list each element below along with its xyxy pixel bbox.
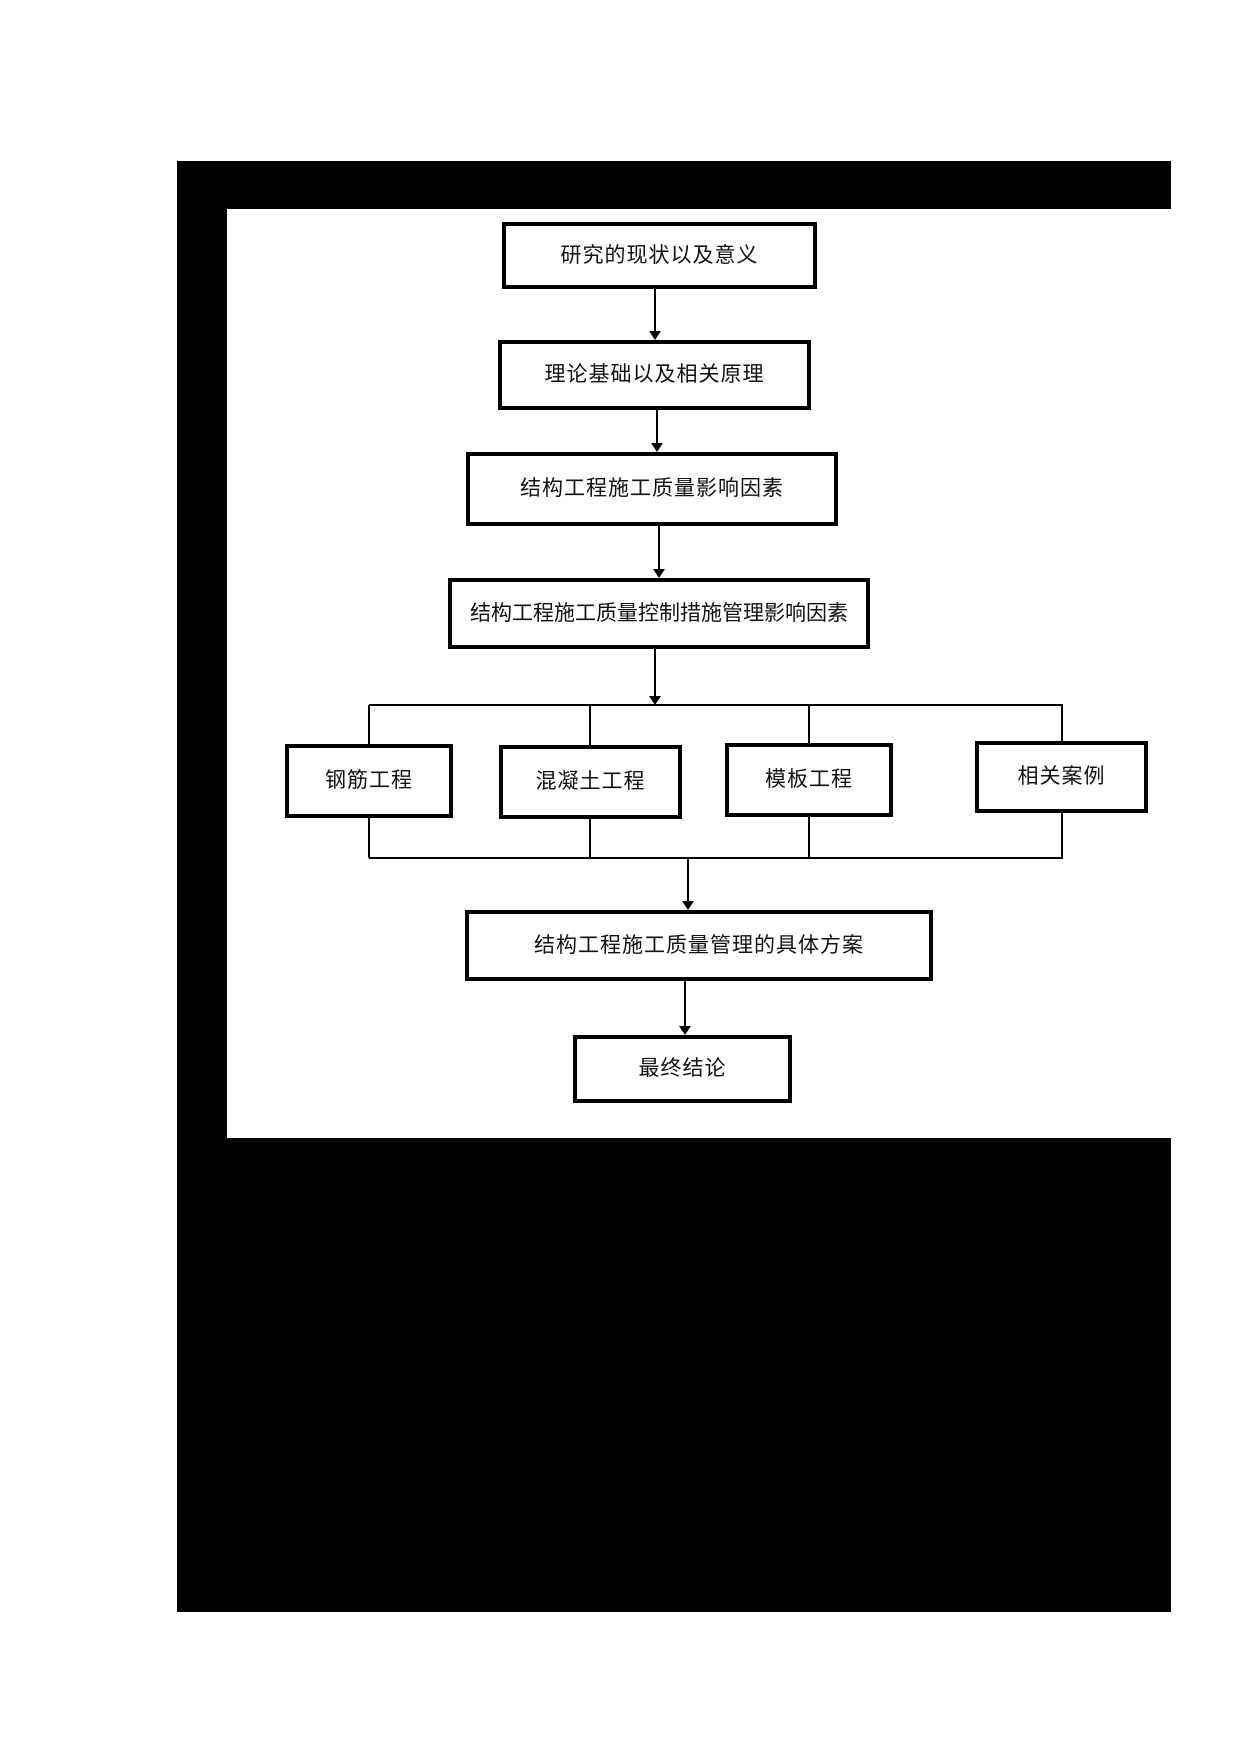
- flow-node-related-cases: 相关案例: [975, 741, 1148, 813]
- redaction-strip-left: [177, 209, 227, 1138]
- connector-line-3: [658, 526, 660, 570]
- branch-stub-formwork: [808, 705, 810, 743]
- merge-line: [369, 857, 1063, 859]
- redaction-block-bottom: [177, 1138, 1171, 1612]
- flow-node-rebar-work: 钢筋工程: [285, 744, 453, 818]
- connector-line-2: [656, 410, 658, 444]
- flow-node-final-conclusion: 最终结论: [573, 1035, 792, 1103]
- flow-node-specific-plan: 结构工程施工质量管理的具体方案: [465, 910, 933, 981]
- flow-node-quality-factors: 结构工程施工质量影响因素: [466, 452, 838, 526]
- arrowhead-down-3: [653, 569, 665, 578]
- flow-node-formwork-work: 模板工程: [725, 743, 893, 817]
- connector-line-4: [654, 649, 656, 697]
- arrowhead-down-4: [649, 696, 661, 705]
- arrowhead-down-1: [649, 331, 661, 340]
- merge-stub-formwork: [808, 817, 810, 858]
- branch-stub-concrete: [589, 705, 591, 745]
- branch-stub-cases: [1061, 705, 1063, 741]
- flow-node-research-status: 研究的现状以及意义: [502, 222, 817, 289]
- connector-line-6: [684, 981, 686, 1027]
- branch-stub-rebar: [368, 705, 370, 744]
- merge-stub-cases: [1061, 813, 1063, 858]
- merge-stub-concrete: [589, 819, 591, 858]
- flow-node-theory-basis: 理论基础以及相关原理: [498, 340, 811, 410]
- redaction-band-top: [177, 161, 1171, 209]
- arrowhead-down-6: [679, 1026, 691, 1035]
- distribution-line: [369, 704, 1063, 706]
- arrowhead-down-5: [682, 901, 694, 910]
- arrowhead-down-2: [651, 443, 663, 452]
- merge-stub-rebar: [368, 818, 370, 858]
- connector-line-1: [654, 289, 656, 332]
- flow-node-concrete-work: 混凝土工程: [499, 745, 682, 819]
- flow-node-control-measures: 结构工程施工质量控制措施管理影响因素: [448, 578, 870, 649]
- connector-line-5: [687, 858, 689, 902]
